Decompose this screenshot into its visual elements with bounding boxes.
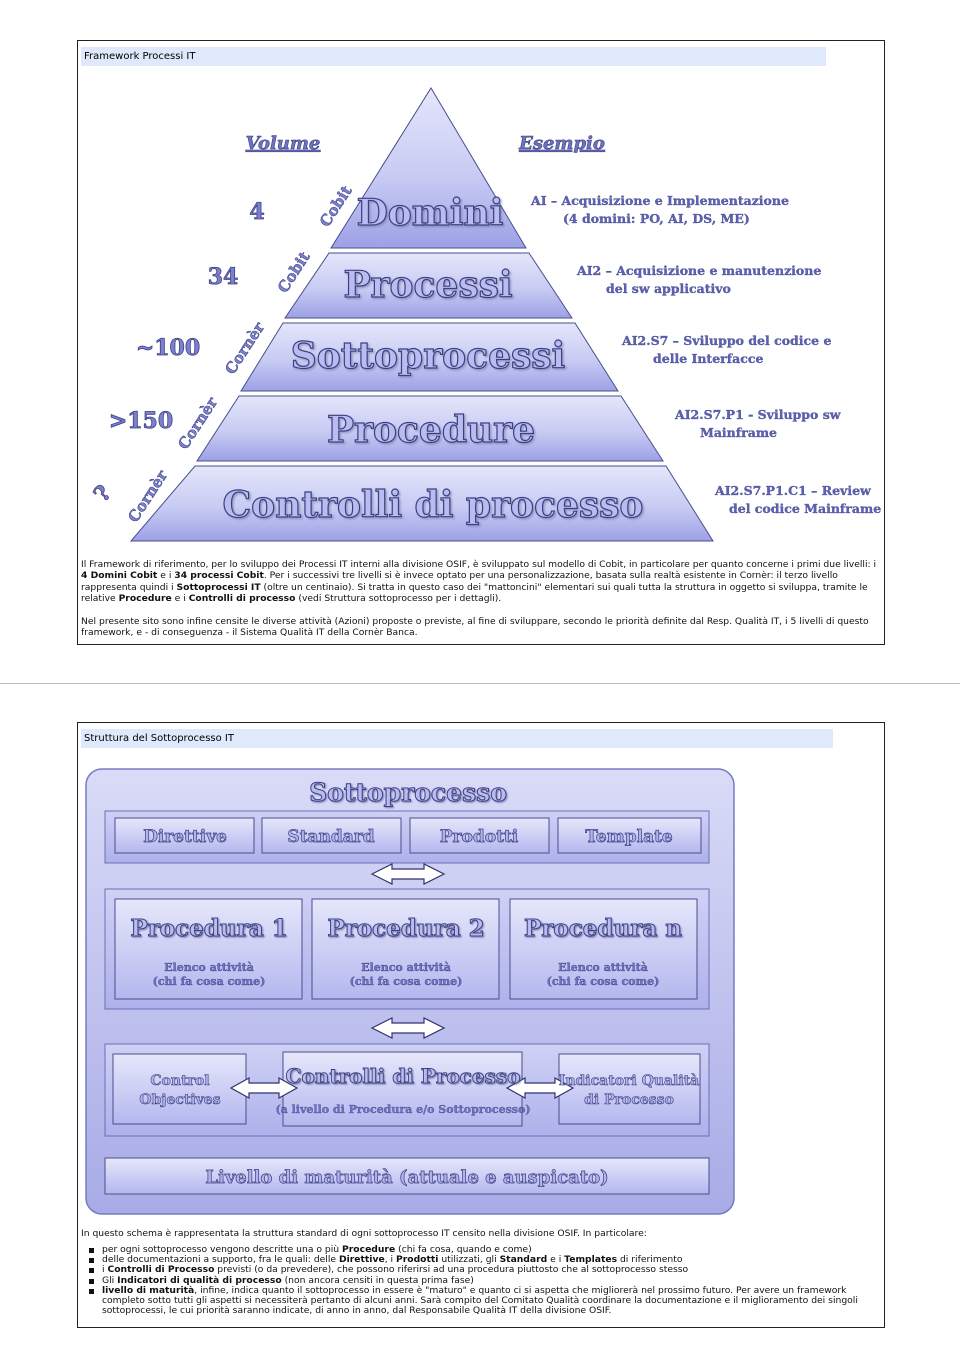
example-procedure-line1: AI2.S7.P1 - Sviluppo sw bbox=[674, 407, 842, 422]
volume-controlli: ? bbox=[89, 480, 117, 507]
framework-frame: Framework Processi IT bbox=[77, 40, 885, 645]
example-sottoprocessi-line1: AI2.S7 – Sviluppo del codice e bbox=[621, 333, 831, 348]
procedure-line2-n: (chi fa cosa come) bbox=[547, 975, 660, 988]
indicatori-line2: di Processo bbox=[584, 1092, 674, 1108]
example-domini-line1: AI – Acquisizione e Implementazione bbox=[530, 193, 789, 208]
sottoprocesso-title: Sottoprocesso bbox=[309, 778, 507, 807]
procedure-title-2: Procedura 2 bbox=[327, 915, 484, 942]
caption-paragraph-2: Nel presente sito sono infine censite le… bbox=[81, 616, 869, 639]
example-processi-line1: AI2 – Acquisizione e manutenzione bbox=[576, 263, 821, 278]
level-name-processi: Processi bbox=[343, 264, 512, 306]
controlli-processo-title: Controlli di Processo bbox=[286, 1064, 521, 1088]
example-controlli-line2: del codice Mainframe bbox=[729, 501, 881, 516]
volume-procedure: >150 bbox=[109, 408, 173, 434]
procedure-line1-1: Elenco attività bbox=[164, 961, 254, 974]
pyramid-level-sottoprocessi bbox=[240, 322, 619, 392]
procedure-box-1 bbox=[114, 898, 303, 1000]
controlli-processo-sub: (a livello di Procedura e/o Sottoprocess… bbox=[275, 1103, 530, 1116]
maturita-box bbox=[104, 1157, 710, 1195]
procedure-box-2 bbox=[311, 898, 500, 1000]
bullet-item: livello di maturità, infine, indica quan… bbox=[81, 1285, 881, 1317]
structure-bullets: per ogni sottoprocesso vengono descritte… bbox=[81, 1244, 881, 1317]
volume-processi: 34 bbox=[208, 264, 239, 290]
procedure-title-1: Procedura 1 bbox=[130, 915, 287, 942]
page-2: Struttura del Sottoprocesso IT bbox=[0, 684, 960, 1367]
pyramid-level-controlli bbox=[129, 465, 714, 542]
control-objectives-box bbox=[112, 1053, 247, 1125]
caption-paragraph-1: Il Framework di riferimento, per lo svil… bbox=[81, 559, 877, 604]
example-sottoprocessi-line2: delle Interfacce bbox=[653, 351, 763, 366]
doc-label-prodotti: Prodotti bbox=[440, 827, 519, 847]
example-controlli-line1: AI2.S7.P1.C1 – Review bbox=[714, 483, 872, 498]
procedure-line2-2: (chi fa cosa come) bbox=[350, 975, 463, 988]
doc-label-template: Template bbox=[585, 827, 673, 847]
double-arrow-icon bbox=[370, 863, 446, 885]
procedure-line1-n: Elenco attività bbox=[558, 961, 648, 974]
level-name-procedure: Procedure bbox=[327, 409, 535, 451]
pyramid-level-procedure bbox=[196, 395, 664, 462]
bullet-item: i Controlli di Processo previsti (o da p… bbox=[81, 1265, 881, 1275]
vertical-double-arrow-icon bbox=[505, 1076, 575, 1100]
procedure-line1-2: Elenco attività bbox=[361, 961, 451, 974]
double-arrow-icon bbox=[370, 1017, 446, 1039]
doc-box-direttive bbox=[114, 817, 255, 854]
framework-pyramid: Volume Esempio Domini Processi Sottoproc… bbox=[88, 87, 881, 542]
level-name-sottoprocessi: Sottoprocessi bbox=[291, 335, 565, 377]
volume-heading: Volume bbox=[246, 133, 321, 154]
indicatori-line1: Indicatori Qualità bbox=[559, 1073, 699, 1089]
doc-label-direttive: Direttive bbox=[143, 827, 227, 847]
doc-box-prodotti bbox=[409, 817, 550, 854]
control-objectives-line1: Control bbox=[150, 1073, 209, 1089]
volume-sottoprocessi: ~100 bbox=[136, 335, 200, 361]
example-processi-line2: del sw applicativo bbox=[606, 281, 731, 296]
pyramid-level-processi bbox=[284, 252, 573, 319]
bullet-item: per ogni sottoprocesso vengono descritte… bbox=[81, 1244, 881, 1255]
esempio-heading: Esempio bbox=[518, 133, 605, 154]
framework-caption: Il Framework di riferimento, per lo svil… bbox=[81, 559, 877, 639]
indicatori-box bbox=[558, 1053, 701, 1125]
example-domini-line2: (4 domini: PO, AI, DS, ME) bbox=[563, 211, 750, 226]
vertical-double-arrow-icon bbox=[229, 1076, 299, 1100]
procedure-box-n bbox=[509, 898, 698, 1000]
framework-header: Framework Processi IT bbox=[81, 47, 826, 66]
doc-box-template bbox=[557, 817, 702, 854]
bullet-item: delle documentazioni a supporto, fra le … bbox=[81, 1255, 881, 1265]
volume-domini: 4 bbox=[249, 199, 264, 225]
procedure-title-n: Procedura n bbox=[524, 915, 682, 942]
page-1: Framework Processi IT bbox=[0, 0, 960, 683]
structure-intro: In questo schema è rappresentata la stru… bbox=[81, 1228, 647, 1239]
doc-box-standard bbox=[261, 817, 402, 854]
page-separator bbox=[0, 683, 960, 684]
structure-diagram: Sottoprocesso Direttive Standard Prodott… bbox=[85, 768, 735, 1215]
example-procedure-line2: Mainframe bbox=[700, 425, 777, 440]
bullet-item: Gli Indicatori di qualità di processo (n… bbox=[81, 1275, 881, 1286]
control-objectives-line2: Objectives bbox=[139, 1092, 220, 1108]
level-name-controlli: Controlli di processo bbox=[223, 484, 644, 526]
level-name-domini: Domini bbox=[357, 192, 504, 234]
maturita-label: Livello di maturità (attuale e auspicato… bbox=[205, 1167, 608, 1188]
structure-header: Struttura del Sottoprocesso IT bbox=[81, 729, 833, 748]
pyramid-level-domini bbox=[330, 87, 527, 249]
doc-label-standard: Standard bbox=[287, 827, 374, 847]
controlli-processo-box bbox=[282, 1051, 523, 1127]
procedure-line2-1: (chi fa cosa come) bbox=[153, 975, 266, 988]
structure-frame: Struttura del Sottoprocesso IT bbox=[77, 722, 885, 1328]
